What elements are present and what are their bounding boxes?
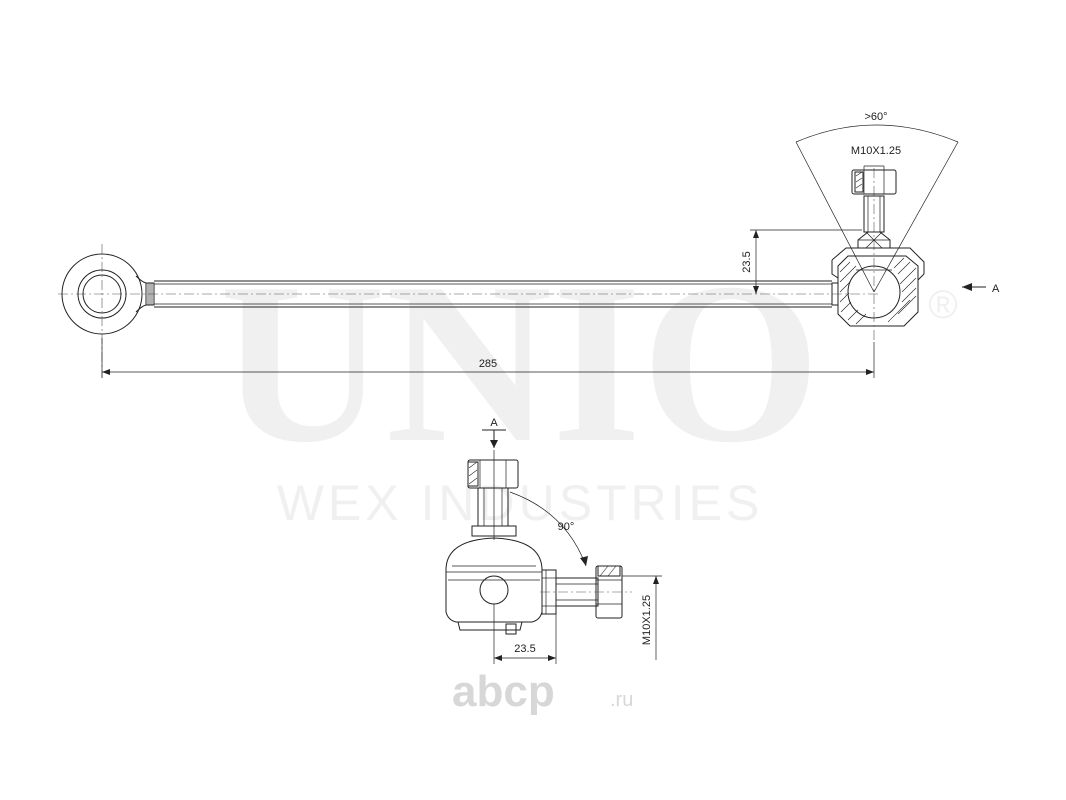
abcp-tld-text: .ru: [610, 689, 633, 711]
view-marker-arrow: A: [962, 283, 1000, 295]
unio-watermark: UNIO ® WEX INDUSTRIES: [220, 235, 958, 531]
watermark-brand: UNIO: [220, 235, 821, 490]
length-dimension: 285: [101, 338, 875, 378]
ball-joint-housing: [831, 168, 925, 342]
angle-annotation-side: 90°: [509, 491, 588, 567]
side-view-label: A: [490, 417, 498, 429]
ball-stud: [851, 165, 897, 249]
offset-label-top: 23.5: [741, 251, 753, 272]
watermark-registered-mark: ®: [928, 283, 957, 327]
offset-dimension-top: 23.5: [741, 229, 862, 294]
angle-label-side: 90°: [558, 521, 575, 533]
thread-dimension-side: M10X1.25: [622, 575, 662, 660]
side-view: A: [445, 417, 662, 664]
thread-label-top: M10X1.25: [851, 145, 901, 157]
top-view: >60° M10X1.25 23.5 A 285: [58, 111, 1000, 378]
housing-hatching: [839, 257, 917, 325]
abcp-brand-text: abcp: [452, 667, 555, 716]
thread-label-side: M10X1.25: [641, 595, 653, 645]
angle-annotation-top: >60° M10X1.25: [795, 111, 959, 293]
angle-label-top: >60°: [864, 111, 887, 123]
length-label: 285: [479, 358, 497, 370]
offset-dimension-side: 23.5: [493, 604, 557, 664]
eye-end: [61, 244, 155, 378]
stabilizer-rod: [154, 280, 832, 308]
view-marker-label: A: [992, 283, 1000, 295]
watermark-subtitle: WEX INDUSTRIES: [277, 475, 764, 531]
abcp-watermark: abcp .ru: [452, 667, 633, 716]
horizontal-stud: [540, 565, 632, 619]
vertical-stud: [467, 450, 519, 540]
offset-label-side: 23.5: [514, 643, 535, 655]
